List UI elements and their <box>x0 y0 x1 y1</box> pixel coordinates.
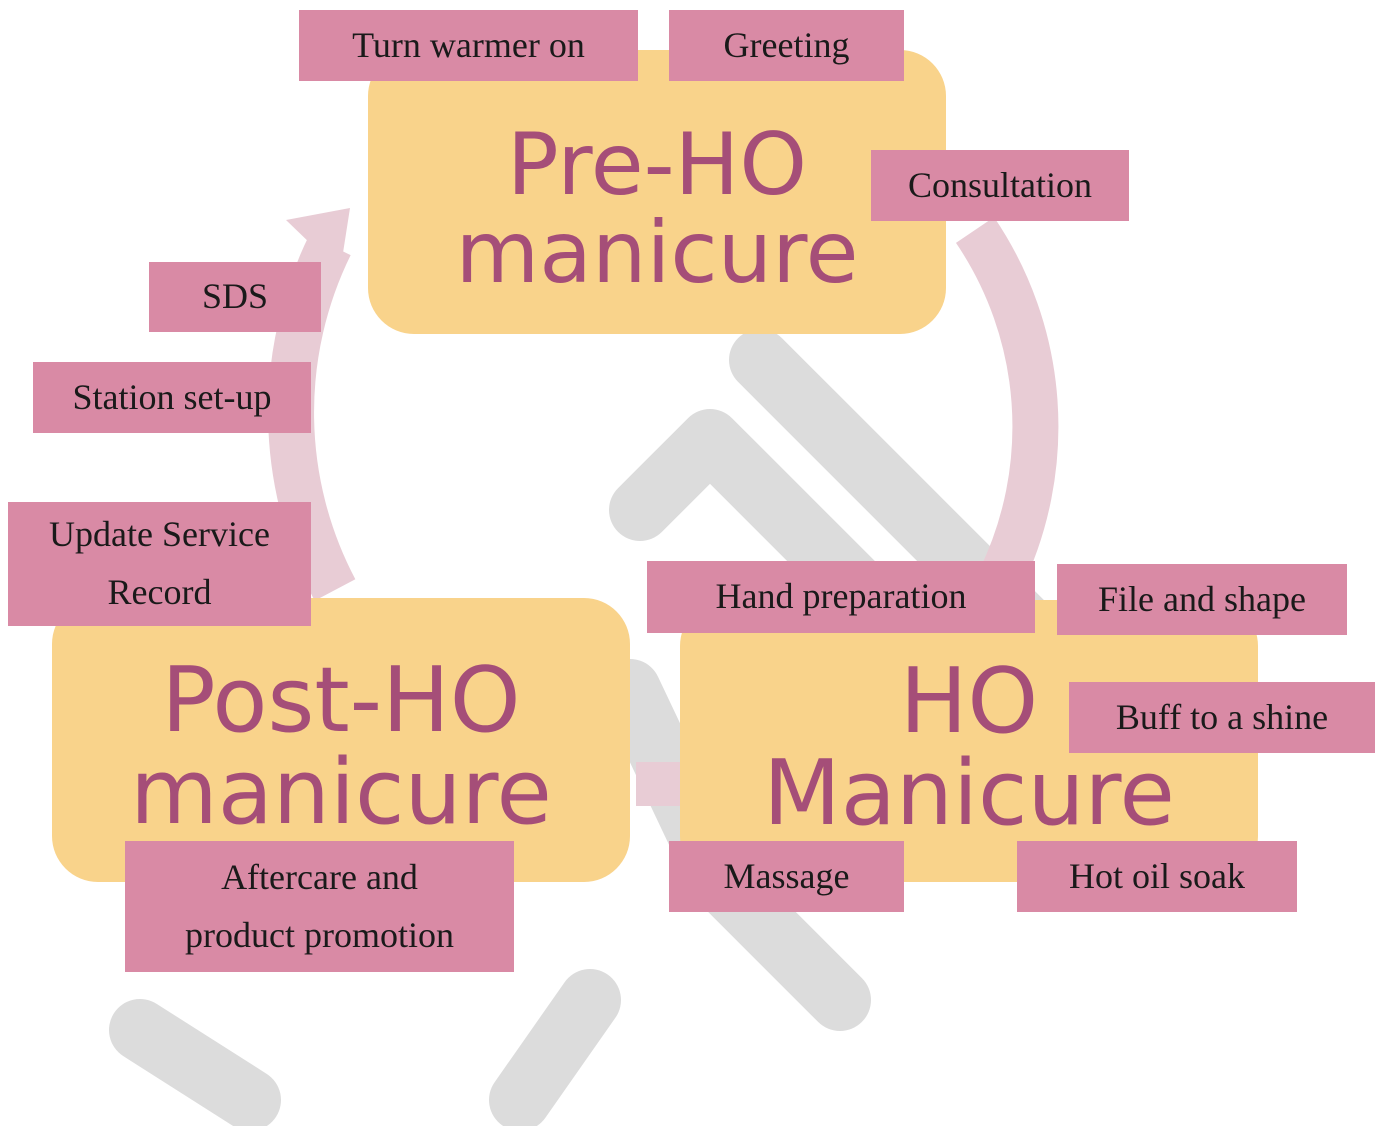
tag-greeting: Greeting <box>669 10 904 81</box>
stage-pre-ho-label: Pre-HO manicure <box>455 115 859 303</box>
tag-aftercare-and-product-promotion: Aftercare and product promotion <box>125 841 514 972</box>
tag-buff-to-a-shine: Buff to a shine <box>1069 682 1375 753</box>
tag-turn-warmer-on: Turn warmer on <box>299 10 638 81</box>
cycle-arrowhead-icon <box>286 208 350 272</box>
tag-hand-preparation: Hand preparation <box>647 561 1035 633</box>
stage-ho-label: HO Manicure <box>763 649 1175 846</box>
tag-sds: SDS <box>149 262 321 332</box>
cycle-arrow-right-arc <box>955 217 1059 591</box>
tag-hot-oil-soak: Hot oil soak <box>1017 841 1297 912</box>
tag-file-and-shape: File and shape <box>1057 564 1347 635</box>
tag-station-setup: Station set-up <box>33 362 311 433</box>
stage-post-ho-manicure: Post-HO manicure <box>52 598 630 882</box>
tag-consultation: Consultation <box>871 150 1129 221</box>
stage-post-ho-label: Post-HO manicure <box>130 648 552 845</box>
watermark-stroke <box>109 999 281 1126</box>
watermark-stroke <box>489 969 621 1126</box>
tag-update-service-record: Update Service Record <box>8 502 311 626</box>
tag-massage: Massage <box>669 841 904 912</box>
cycle-arrow-bottom-segment <box>636 762 684 806</box>
stage-pre-ho-manicure: Pre-HO manicure <box>368 50 946 334</box>
